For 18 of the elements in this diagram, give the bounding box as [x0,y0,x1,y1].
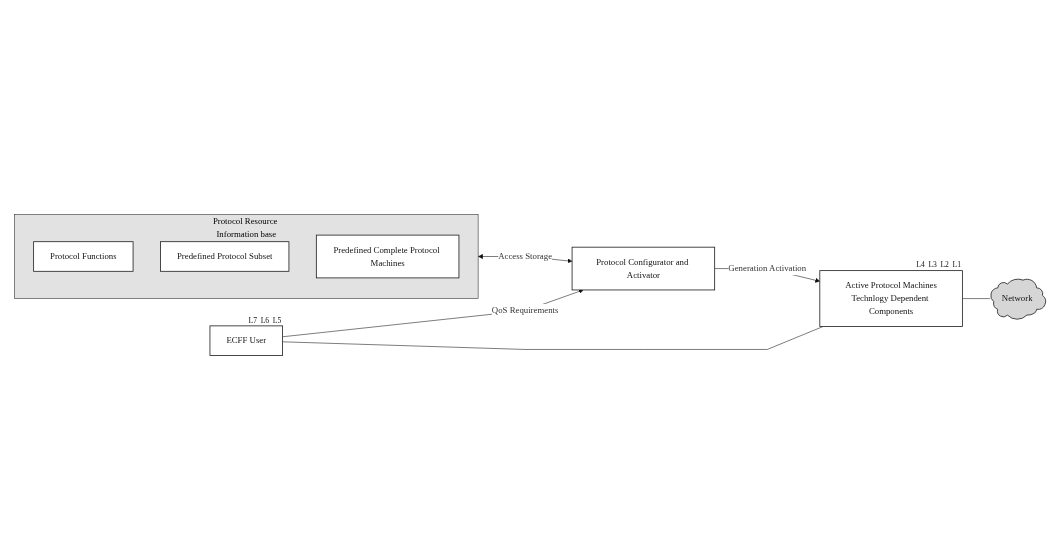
node-box: Protocol Functions [33,241,134,272]
layer-label: L4 [916,260,925,270]
node-box: Predefined Protocol Subset [160,241,290,272]
connector [962,298,991,299]
layer-label: L2 [940,260,949,270]
edge-label: Access Storage [498,251,553,261]
layer-label: L6 [260,315,270,325]
layer-label: L7 [248,315,258,325]
layer-label: L1 [952,260,962,270]
edge-label: QoS Requirements [491,305,559,316]
node-box: ECFF User [209,325,283,356]
node-box: Protocol Configurator and Activator [571,246,716,291]
node-box: Active Protocol Machines Technlogy Dependent Components [819,270,963,328]
layer-label: L5 [272,315,282,325]
node-box: Predefined Complete Protocol Machines [315,234,460,279]
layer-label: L3 [928,260,937,270]
edge-label: Generation Activation [728,263,807,274]
connector [282,326,824,350]
